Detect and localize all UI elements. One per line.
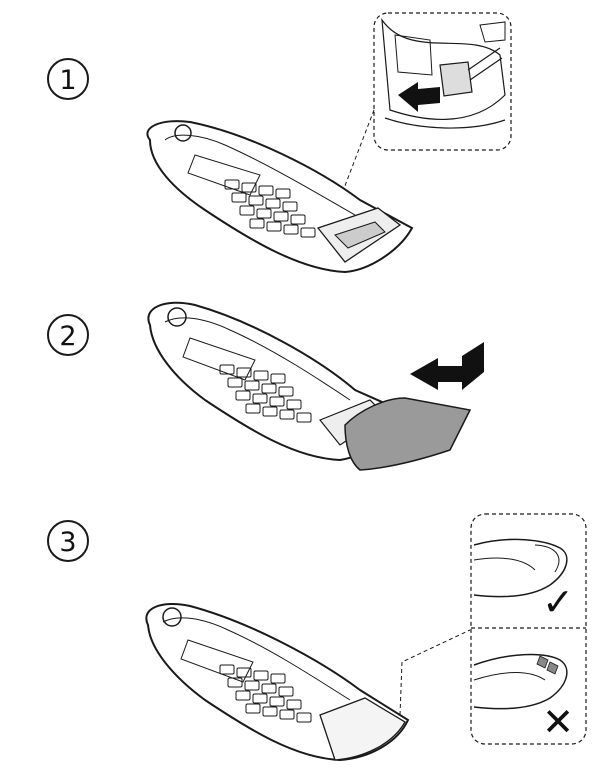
step-1: 1 bbox=[47, 12, 512, 274]
step-1-badge: 1 bbox=[47, 58, 89, 100]
step-2-badge: 2 bbox=[47, 314, 89, 356]
step-1-handset bbox=[146, 120, 414, 274]
correct-fit-illustration: ✓ bbox=[473, 538, 574, 624]
slide-arrow-icon bbox=[410, 342, 484, 390]
push-arrow-icon bbox=[398, 82, 440, 112]
step-1-zoom-inset bbox=[373, 12, 512, 151]
step-3-number: 3 bbox=[59, 527, 76, 558]
step-3: 3 ✓ bbox=[47, 513, 587, 762]
correct-check-icon: ✓ bbox=[542, 580, 574, 624]
battery-cover bbox=[344, 397, 472, 471]
step-1-number: 1 bbox=[59, 65, 76, 96]
incorrect-fit-illustration: ✕ bbox=[473, 653, 574, 744]
step-3-comparison-inset: ✓ ✕ bbox=[470, 513, 587, 745]
step-2-number: 2 bbox=[59, 321, 76, 352]
step-3-handset bbox=[145, 603, 410, 762]
step-3-badge: 3 bbox=[47, 520, 89, 562]
step-2: 2 bbox=[47, 301, 484, 471]
step-3-leader-line bbox=[399, 629, 471, 716]
incorrect-cross-icon: ✕ bbox=[542, 700, 574, 744]
step-1-leader-line bbox=[332, 109, 375, 218]
